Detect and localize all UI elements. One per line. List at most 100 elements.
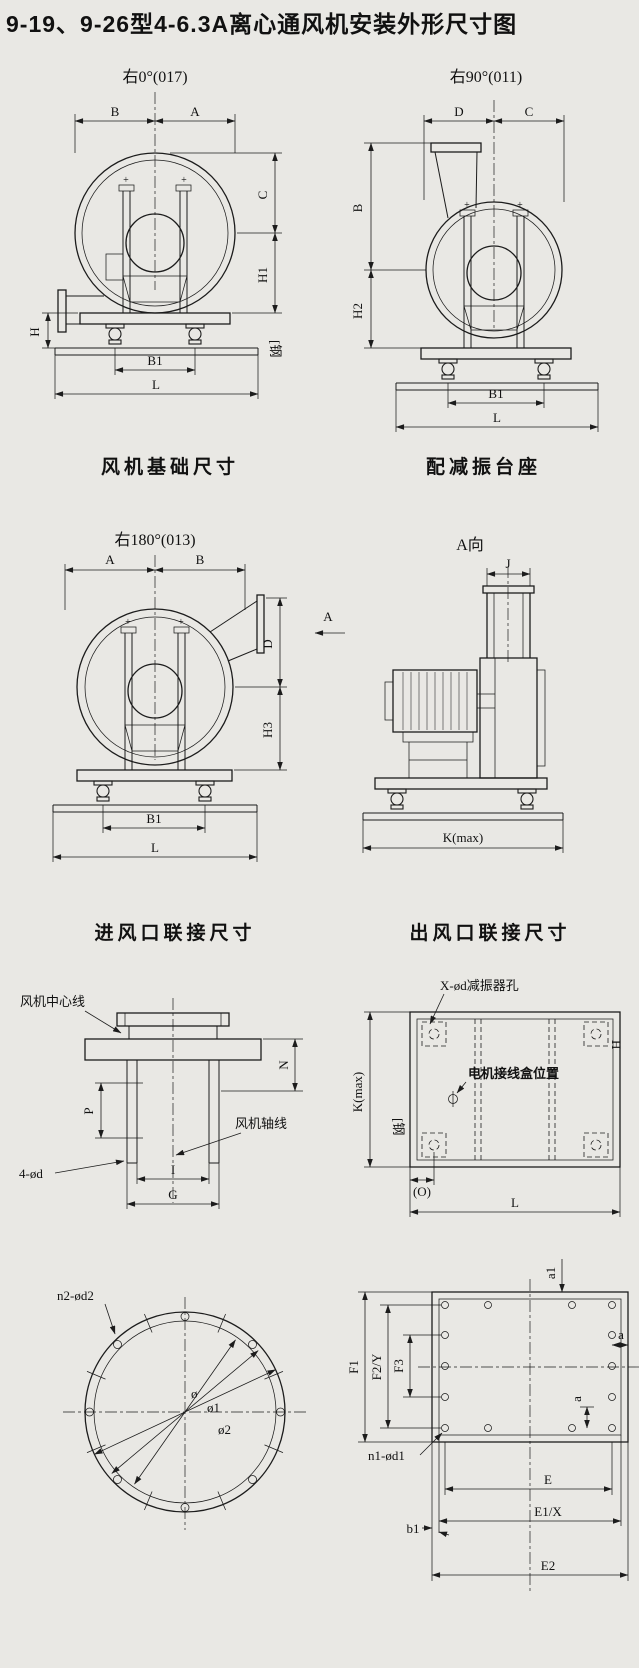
- dim-L: L: [409, 1167, 621, 1217]
- dim-label-B: B: [196, 552, 205, 567]
- dim-left-H: H: [27, 312, 78, 349]
- dim-Kmax: K(max): [350, 1011, 410, 1168]
- dim-label-L: L: [152, 377, 160, 392]
- bolt-mark: +: [181, 175, 187, 186]
- leader: [419, 1432, 443, 1456]
- dim-label-F2: F2/Y: [369, 1353, 384, 1380]
- dim-a1: a1: [543, 1259, 565, 1293]
- dim-label-H: H: [27, 327, 42, 336]
- dim-label-a1: a1: [543, 1267, 558, 1279]
- fan-body: + +: [395, 142, 599, 391]
- inlet-flange-drawing: n2-ød2: [57, 1288, 307, 1530]
- panel-view-A: A向 J: [345, 528, 635, 873]
- damper-holes-label: X-ød减振器孔: [440, 978, 519, 993]
- dim-top: D C: [423, 104, 565, 202]
- base-frame: [409, 1011, 621, 1168]
- dim-P: P: [81, 1082, 143, 1139]
- steel-channel-label: [钢: [268, 340, 283, 357]
- view-direction-arrow: A: [314, 609, 345, 636]
- bolt-holes-label: n2-ød2: [57, 1288, 94, 1303]
- dims-left: F1 F2/Y F3: [346, 1291, 441, 1443]
- bolt-mark: +: [125, 617, 131, 628]
- dim-label-B1: B1: [147, 353, 162, 368]
- dim-O: (O): [409, 1152, 435, 1217]
- dim-label-b1: b1: [407, 1521, 420, 1536]
- dim-label-A: A: [190, 104, 200, 119]
- panel-fan-right90: 右90°(011) D C: [336, 58, 631, 443]
- dim-label-C: C: [525, 104, 534, 119]
- bolt-holes: [85, 1312, 285, 1512]
- flange-and-legs: [84, 1012, 262, 1164]
- anchor-holes-label: 4-ød: [19, 1166, 43, 1181]
- fan-right90-drawing: 右90°(011) D C: [350, 68, 599, 432]
- panel-inlet-flange: n2-ød2: [25, 1262, 315, 1572]
- panel-base-plan: X-ød减振器孔 电机接线盒位置: [340, 972, 635, 1232]
- dim-I-G: I G: [126, 1162, 220, 1209]
- dim-bottom: B1 L: [52, 805, 258, 862]
- dim-label-O: (O): [413, 1184, 431, 1199]
- dim-J: J: [486, 556, 531, 586]
- dim-label-B: B: [111, 104, 120, 119]
- panel4-heading: A向: [456, 536, 484, 554]
- dims-bottom: E E1/X E2 b1: [407, 1435, 629, 1581]
- panel2-heading: 右90°(011): [450, 68, 522, 86]
- dim-label-I: I: [171, 1162, 175, 1177]
- dim-label-d: ø: [191, 1386, 198, 1401]
- panel3-heading: 右180°(013): [114, 531, 195, 549]
- dim-top: B A: [74, 104, 236, 153]
- dim-label-A: A: [105, 552, 115, 567]
- dim-label-B1: B1: [146, 811, 161, 826]
- fan-body: + +: [54, 152, 259, 356]
- dim-label-J: J: [505, 556, 510, 571]
- fan-right180-drawing: 右180°(013) A B: [52, 531, 345, 862]
- dim-label-F3: F3: [391, 1359, 406, 1373]
- diameter-dims: ø ø1 ø2: [94, 1339, 276, 1485]
- view-A-drawing: A向 J: [362, 536, 564, 853]
- dim-label-N: N: [276, 1060, 291, 1070]
- caption-outlet-connection: 出风口联接尺寸: [409, 923, 571, 944]
- dim-label-a: a: [618, 1327, 624, 1342]
- panel-outlet-flange: a1 a a F1 F2/Y: [310, 1245, 639, 1595]
- flange-body: [431, 1291, 629, 1443]
- panel-fan-right180: 右180°(013) A B: [15, 525, 355, 880]
- fan-right0-drawing: 右0°(017) B A: [27, 68, 283, 399]
- page-title: 9-19、9-26型4-6.3A离心通风机安装外形尺寸图: [6, 11, 518, 37]
- dim-right: D H3: [234, 597, 287, 771]
- flange-rings: [84, 1311, 286, 1513]
- bolt-mark: +: [464, 200, 470, 211]
- dim-label-Kmax: K(max): [350, 1072, 365, 1112]
- dim-a-right: a: [611, 1327, 629, 1348]
- leader: [84, 1010, 122, 1034]
- bolt-mark: +: [517, 200, 523, 211]
- dim-bottom: B1 L: [395, 383, 599, 432]
- dim-label-G: G: [168, 1187, 177, 1202]
- fan-body: + +: [52, 594, 265, 813]
- anchor-detail-drawing: 风机中心线 N: [19, 994, 303, 1209]
- dim-label-L: L: [511, 1195, 519, 1210]
- dim-label-B: B: [350, 203, 365, 212]
- dim-K: K(max): [362, 820, 564, 853]
- bolt-mark: +: [178, 617, 184, 628]
- fan-side-body: [362, 585, 564, 821]
- caption-inlet-connection: 进风口联接尺寸: [94, 923, 256, 944]
- junction-box-symbol: [448, 1081, 467, 1107]
- dim-label-D: D: [260, 639, 275, 648]
- dim-bottom: B1 L: [54, 348, 259, 399]
- fan-axis-label: 风机轴线: [235, 1116, 287, 1131]
- bolt-mark: +: [123, 175, 129, 186]
- fan-centerline-label: 风机中心线: [20, 994, 85, 1009]
- dim-label-H1: H1: [255, 267, 270, 283]
- base-plan-drawing: X-ød减振器孔 电机接线盒位置: [350, 978, 624, 1217]
- dim-a-inner: a: [569, 1396, 594, 1429]
- caption-foundation: 风机基础尺寸: [100, 457, 239, 478]
- dim-label-C: C: [255, 191, 270, 200]
- beam-mark-label: H: [609, 1040, 624, 1049]
- bolt-holes: [441, 1301, 616, 1432]
- panel1-heading: 右0°(017): [122, 68, 187, 86]
- dim-top: A B: [64, 552, 246, 610]
- view-arrow-label: A: [323, 609, 333, 624]
- dim-right: C H1: [170, 152, 282, 314]
- dim-label-a2: a: [569, 1396, 584, 1402]
- caption-damping-base: 配减振台座: [425, 457, 541, 478]
